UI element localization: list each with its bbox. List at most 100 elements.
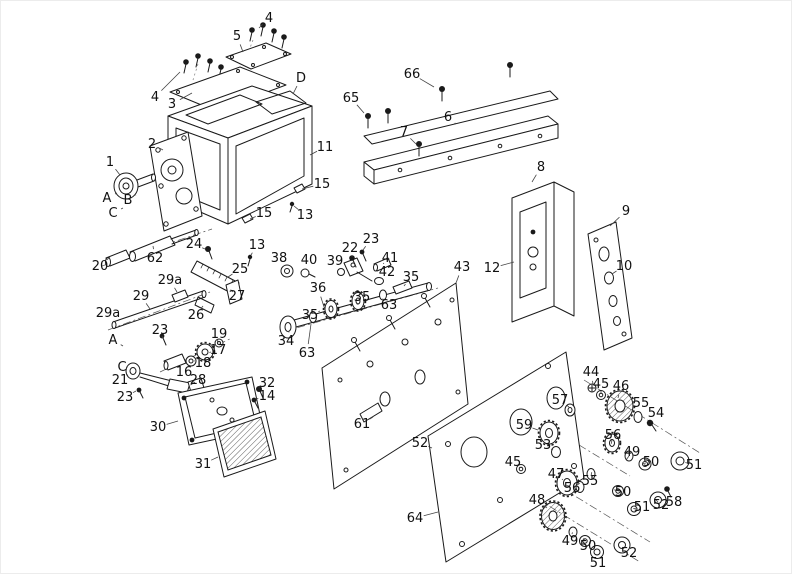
part-label-63: 63: [299, 346, 316, 361]
leader-line: [423, 511, 439, 517]
part-label-A: A: [103, 191, 112, 206]
leader-line: [668, 492, 670, 495]
leader-line: [174, 287, 178, 293]
part-label-56: 56: [564, 481, 581, 496]
part-label-4: 4: [151, 90, 159, 105]
leader-line: [250, 252, 253, 256]
leader-line: [356, 302, 359, 305]
part-label-45: 45: [593, 377, 610, 392]
part-cover-plate-5: [225, 42, 292, 70]
leader-line: [609, 216, 620, 227]
leader-line: [258, 24, 263, 29]
part-label-29a: 29a: [96, 306, 121, 321]
part-label-47: 47: [548, 467, 565, 482]
part-label-C: C: [108, 206, 117, 221]
leader-line: [610, 439, 613, 444]
part-label-23: 23: [363, 232, 380, 247]
leader-line: [428, 446, 433, 449]
part-panel-64: [427, 351, 585, 563]
part-label-3: 3: [168, 97, 176, 112]
leader-line: [292, 85, 298, 95]
leader-line: [161, 335, 164, 339]
screw-icon: [183, 22, 287, 79]
leader-line: [202, 247, 206, 250]
part-label-4: 4: [265, 11, 273, 26]
screw-icon: [251, 386, 264, 409]
part-label-32: 32: [259, 376, 276, 391]
part-label-64: 64: [407, 511, 424, 526]
part-label-46: 46: [613, 379, 630, 394]
part-label-57: 57: [552, 393, 569, 408]
part-label-49: 49: [562, 534, 579, 549]
leader-line: [106, 256, 111, 261]
part-label-52: 52: [653, 498, 670, 513]
leader-line: [382, 298, 385, 301]
leader-line: [576, 483, 580, 486]
part-rack: [190, 260, 243, 314]
leader-line: [500, 261, 515, 267]
part-gear-cluster: [516, 383, 690, 559]
leader-line: [592, 380, 594, 385]
part-label-29a: 29a: [158, 273, 183, 288]
part-label-1: 1: [106, 155, 114, 170]
part-cover-screws: [183, 22, 287, 79]
part-label-50: 50: [615, 485, 632, 500]
leader-line: [614, 489, 620, 492]
leader-line: [419, 78, 435, 88]
part-shaft-20-62: [105, 229, 213, 267]
leader-line: [190, 381, 196, 386]
leader-line: [642, 462, 647, 465]
part-label-45: 45: [505, 455, 522, 470]
leader-line: [210, 456, 219, 461]
part-label-35: 35: [354, 290, 371, 305]
part-label-14: 14: [259, 389, 276, 404]
part-label-55: 55: [582, 474, 599, 489]
leader-line: [307, 323, 312, 345]
part-label-7: 7: [400, 125, 408, 140]
part-front-plate: [149, 131, 203, 232]
part-label-10: 10: [616, 259, 633, 274]
part-label-15: 15: [314, 177, 331, 192]
screw-icon: [205, 246, 213, 260]
part-label-51: 51: [634, 500, 651, 515]
part-label-39: 39: [327, 254, 344, 269]
part-label-23: 23: [152, 323, 169, 338]
leader-line: [550, 448, 554, 451]
part-label-13: 13: [249, 238, 266, 253]
leader-line: [152, 245, 154, 250]
leader-line: [561, 478, 564, 481]
leader-line: [318, 310, 321, 313]
leader-line: [115, 168, 121, 176]
leader-line: [255, 397, 259, 400]
screw-icon: [136, 387, 144, 399]
part-label-8: 8: [537, 160, 545, 175]
part-label-9: 9: [622, 204, 630, 219]
part-label-22: 22: [342, 241, 359, 256]
part-cover-31: [212, 410, 277, 478]
part-label-C: C: [117, 360, 126, 375]
part-label-44: 44: [583, 365, 600, 380]
part-label-41: 41: [382, 251, 399, 266]
part-label-12: 12: [484, 261, 501, 276]
part-label-D: D: [296, 71, 306, 86]
part-label-17: 17: [210, 343, 227, 358]
part-label-15: 15: [256, 206, 273, 221]
leader-line: [166, 420, 179, 425]
leader-line: [120, 207, 124, 210]
part-label-66: 66: [404, 67, 421, 82]
part-label-11: 11: [317, 140, 334, 155]
part-label-55: 55: [633, 396, 650, 411]
part-label-51: 51: [686, 458, 703, 473]
part-label-31: 31: [195, 457, 212, 472]
leader-line: [114, 192, 118, 195]
leader-line: [239, 44, 244, 53]
leader-line: [159, 147, 164, 151]
part-label-63: 63: [381, 298, 398, 313]
part-label-B: B: [124, 193, 133, 208]
leader-line: [611, 270, 617, 275]
part-label-48: 48: [529, 493, 546, 508]
leader-lines-layer: [106, 24, 688, 556]
part-gear-stack: [163, 338, 224, 371]
leader-line: [543, 505, 548, 509]
